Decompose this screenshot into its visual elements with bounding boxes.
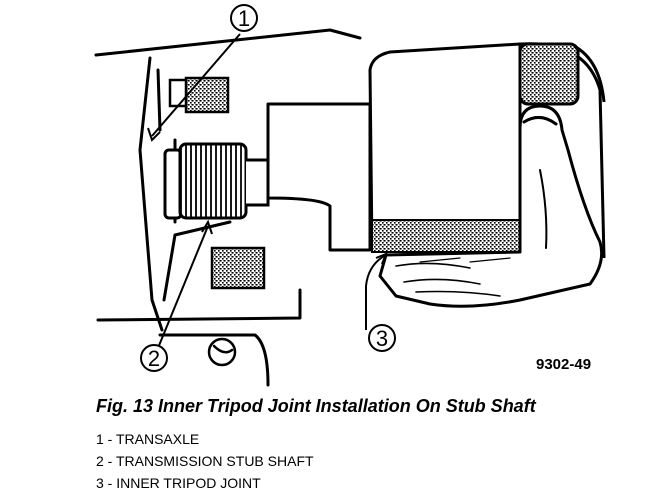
svg-text:3: 3 bbox=[376, 326, 388, 351]
figure-number-code: 9302-49 bbox=[536, 356, 592, 373]
svg-text:1: 1 bbox=[238, 6, 250, 31]
legend-list: 1 - TRANSAXLE 2 - TRANSMISSION STUB SHAF… bbox=[96, 428, 314, 494]
diagram-illustration: 1 2 3 bbox=[94, 4, 606, 387]
legend-item-1: 1 - TRANSAXLE bbox=[96, 431, 200, 447]
housing-pad bbox=[210, 246, 266, 290]
figure-caption: Fig. 13 Inner Tripod Joint Installation … bbox=[96, 396, 536, 416]
svg-text:2: 2 bbox=[148, 346, 160, 371]
hand-illustration bbox=[378, 104, 604, 308]
stub-shaft bbox=[163, 142, 270, 220]
transaxle-housing bbox=[94, 28, 362, 387]
legend-item-3: 3 - INNER TRIPOD JOINT bbox=[96, 475, 261, 491]
legend-item-2: 2 - TRANSMISSION STUB SHAFT bbox=[96, 453, 314, 469]
callout-1: 1 bbox=[230, 4, 258, 32]
tripod-joint bbox=[266, 42, 606, 259]
housing-bolt bbox=[168, 76, 230, 114]
leader-lines bbox=[147, 33, 388, 349]
callout-2: 2 bbox=[140, 344, 168, 372]
callout-3: 3 bbox=[368, 324, 396, 352]
